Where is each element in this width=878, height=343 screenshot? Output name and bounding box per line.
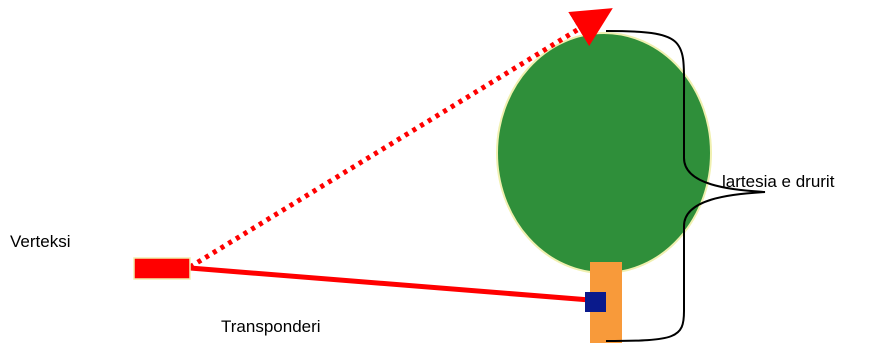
tree-canopy [496, 32, 712, 274]
vertex-label: Verteksi [10, 232, 71, 251]
vertex-device-icon [133, 257, 191, 280]
transponder-label: Transponderi [221, 317, 321, 336]
tree-height-label: lartesia e drurit [722, 172, 835, 191]
height-brace [605, 30, 766, 342]
distance-line [189, 265, 591, 303]
transponder-device-icon [585, 292, 606, 312]
